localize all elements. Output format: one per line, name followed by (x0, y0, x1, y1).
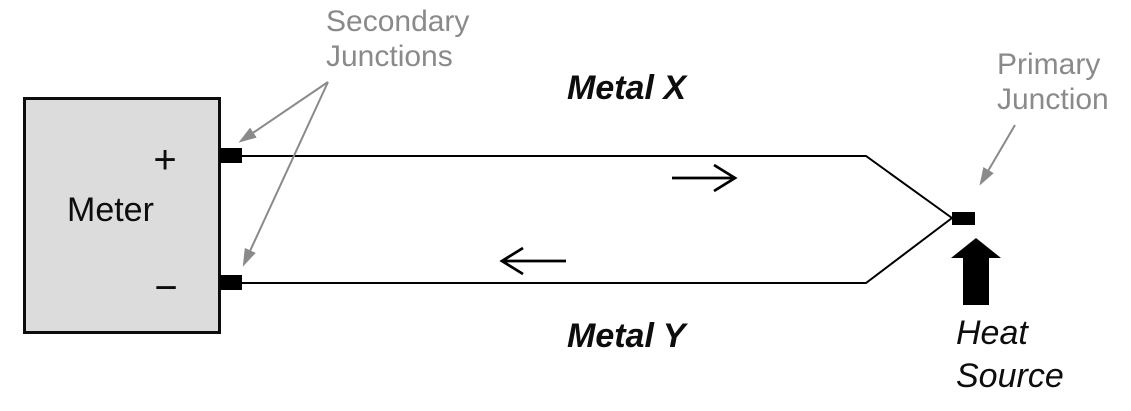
meter-label: Meter (67, 191, 154, 229)
metal-y-label: Metal Y (567, 317, 686, 355)
primary-junction (952, 212, 975, 225)
heat-arrow-icon (951, 238, 1001, 305)
secondary-junction-bottom (220, 275, 242, 290)
meter-box (23, 97, 221, 334)
leader-arrow-secondary-top-icon (238, 81, 329, 143)
meter-minus-terminal: − (154, 266, 178, 310)
current-arrow-left-icon (499, 246, 566, 276)
secondary-junction-top (220, 148, 242, 163)
primary-junction-label: Primary Junction (997, 48, 1109, 116)
meter-plus-terminal: + (153, 138, 177, 182)
metal-y-wire (242, 217, 953, 284)
metal-x-wire (242, 155, 953, 219)
leader-arrow-primary-icon (979, 124, 1016, 186)
metal-x-label: Metal X (567, 69, 687, 107)
leader-arrow-secondary-bottom-icon (242, 81, 329, 267)
secondary-junctions-label: Secondary Junctions (326, 5, 470, 73)
heat-source-label: Heat Source (956, 314, 1064, 395)
current-arrow-right-icon (672, 163, 738, 193)
